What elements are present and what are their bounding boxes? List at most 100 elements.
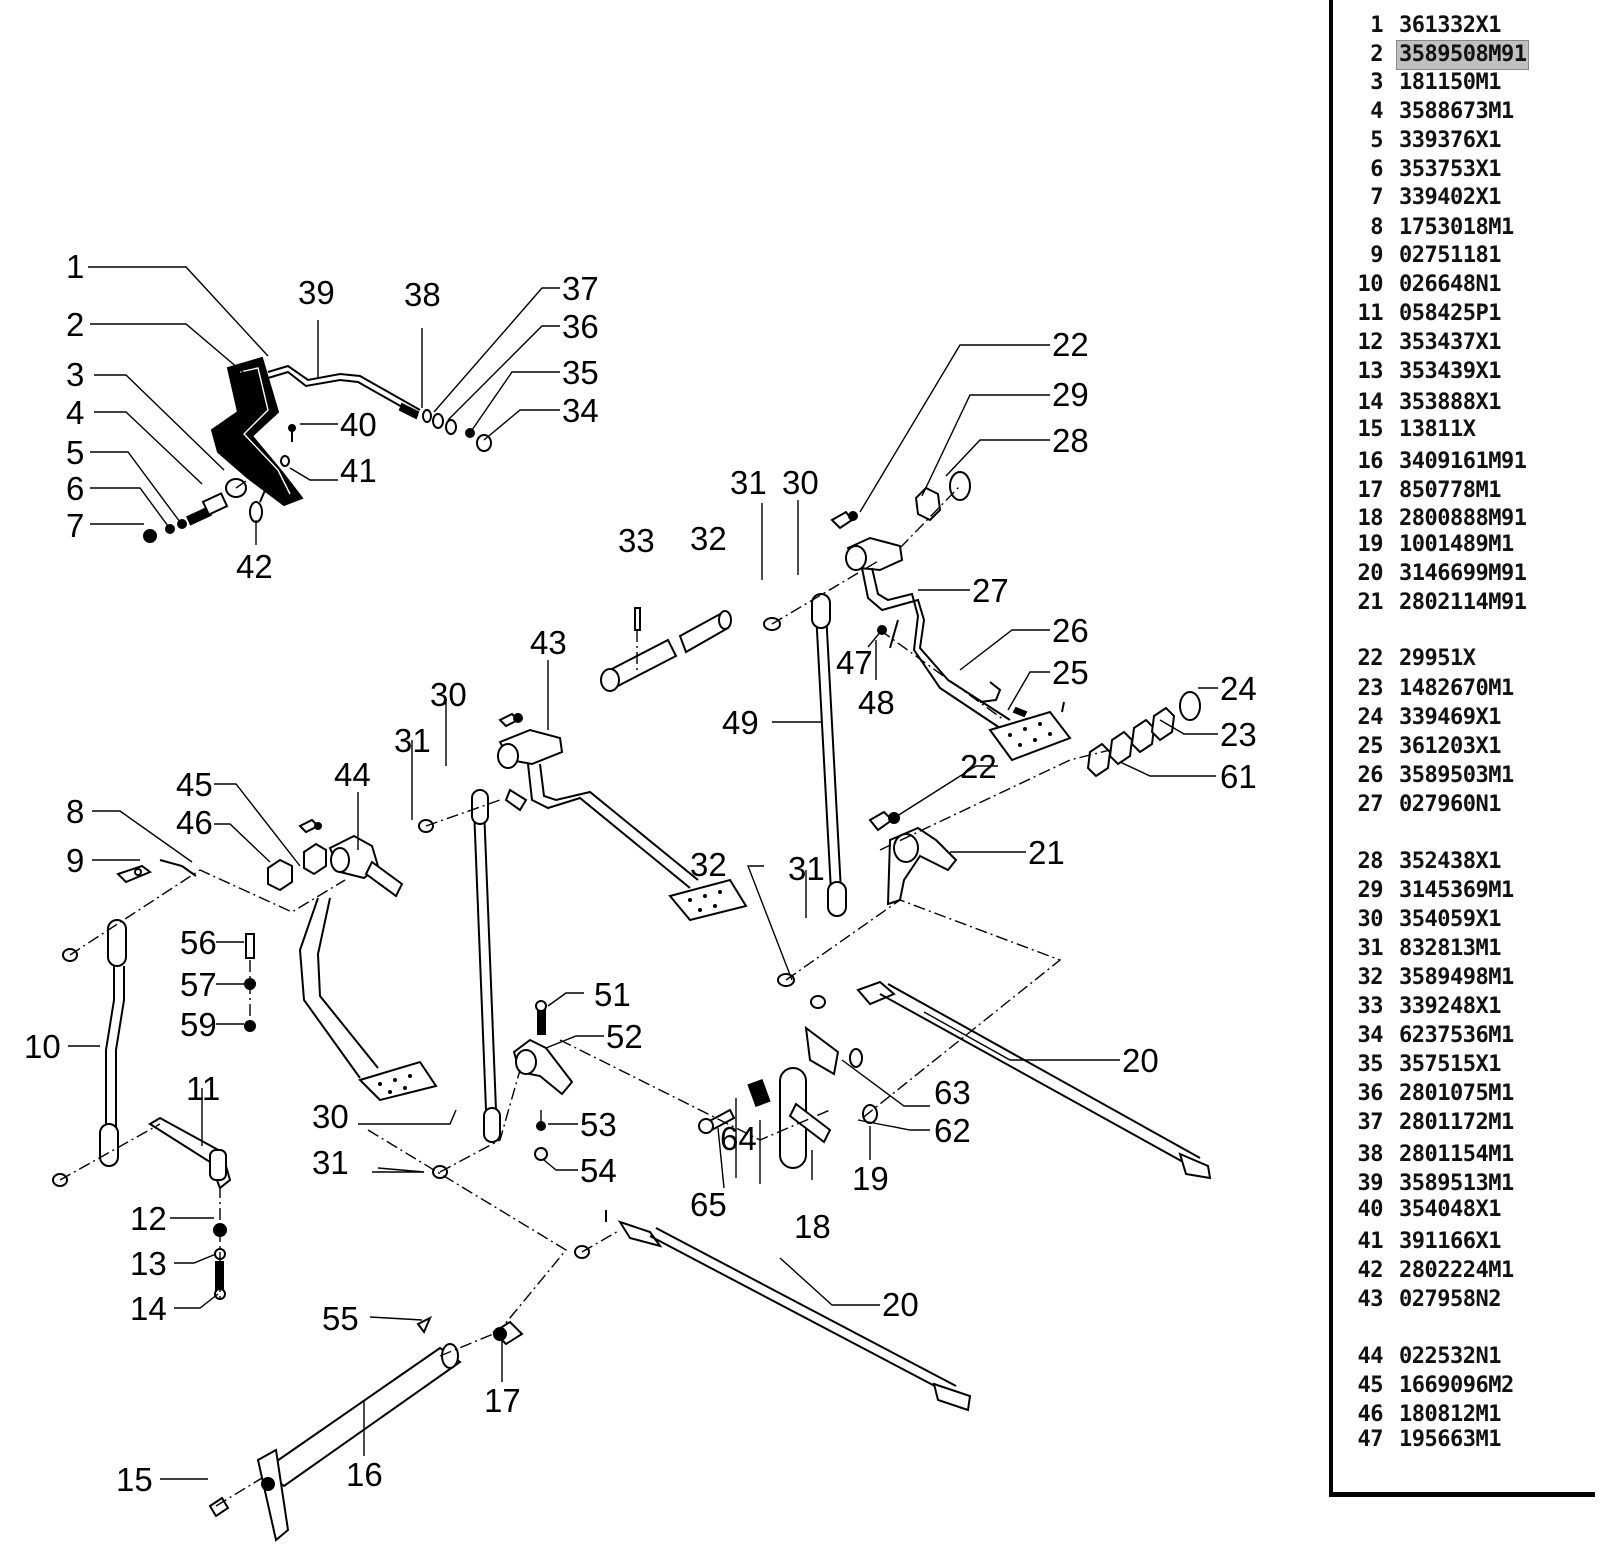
part-number[interactable]: 6237536M1 (1399, 1023, 1514, 1048)
callout-41[interactable]: 41 (340, 452, 377, 489)
callout-25[interactable]: 25 (1052, 654, 1089, 691)
callout-45[interactable]: 45 (176, 766, 213, 803)
part-number[interactable]: 2800888M91 (1399, 506, 1527, 531)
callout-31[interactable]: 31 (730, 464, 767, 501)
callout-15[interactable]: 15 (116, 1461, 153, 1498)
callout-24[interactable]: 24 (1220, 670, 1257, 707)
callout-31-right[interactable]: 31 (788, 850, 825, 887)
callout-51[interactable]: 51 (594, 976, 631, 1013)
callout-14[interactable]: 14 (130, 1290, 167, 1327)
callout-31-lower[interactable]: 31 (312, 1144, 349, 1181)
callout-48[interactable]: 48 (858, 684, 895, 721)
part-number[interactable]: 022532N1 (1399, 1344, 1501, 1369)
part-number[interactable]: 339402X1 (1399, 185, 1501, 210)
callout-5[interactable]: 5 (66, 434, 84, 471)
callout-37[interactable]: 37 (562, 270, 599, 307)
part-number[interactable]: 354048X1 (1399, 1197, 1501, 1222)
callout-9[interactable]: 9 (66, 842, 84, 879)
part-number[interactable]: 361203X1 (1399, 734, 1501, 759)
callout-30[interactable]: 30 (782, 464, 819, 501)
callout-22-lower[interactable]: 22 (960, 748, 997, 785)
callout-59[interactable]: 59 (180, 1006, 217, 1043)
part-number[interactable]: 027958N2 (1399, 1287, 1501, 1312)
callout-53[interactable]: 53 (580, 1106, 617, 1143)
callout-19[interactable]: 19 (852, 1160, 889, 1197)
part-number[interactable]: 026648N1 (1399, 272, 1501, 297)
callout-49[interactable]: 49 (722, 704, 759, 741)
part-number[interactable]: 3589513M1 (1399, 1171, 1514, 1196)
callout-32-lower[interactable]: 32 (690, 846, 727, 883)
part-number[interactable]: 361332X1 (1399, 13, 1501, 38)
brake-pedal-right[interactable] (830, 471, 1201, 778)
callout-30-lower[interactable]: 30 (312, 1098, 349, 1135)
callout-35[interactable]: 35 (562, 354, 599, 391)
part-number[interactable]: 353753X1 (1399, 157, 1501, 182)
part-number[interactable]: 2802114M91 (1399, 590, 1527, 615)
callout-11[interactable]: 11 (186, 1070, 220, 1107)
part-number[interactable]: 3589503M1 (1399, 763, 1514, 788)
part-number[interactable]: 1001489M1 (1399, 532, 1514, 557)
part-number[interactable]: 1482670M1 (1399, 676, 1514, 701)
part-number[interactable]: 353888X1 (1399, 390, 1501, 415)
part-number[interactable]: 180812M1 (1399, 1402, 1501, 1427)
callout-36[interactable]: 36 (562, 308, 599, 345)
part-number[interactable]: 3589508M91 (1395, 40, 1530, 70)
arm-52-assembly[interactable] (512, 1000, 574, 1161)
callout-38[interactable]: 38 (404, 276, 441, 313)
callout-16[interactable]: 16 (346, 1456, 383, 1493)
part-number[interactable]: 13811X (1399, 417, 1476, 442)
part-number[interactable]: 02751181 (1399, 243, 1501, 268)
pedal-44[interactable] (267, 818, 438, 1102)
part-number[interactable]: 2801172M1 (1399, 1110, 1514, 1135)
part-number[interactable]: 2801154M1 (1399, 1142, 1514, 1167)
part-number[interactable]: 3589498M1 (1399, 965, 1514, 990)
lever-18-assembly[interactable] (698, 1025, 878, 1169)
callout-4[interactable]: 4 (66, 394, 84, 431)
part-number[interactable]: 357515X1 (1399, 1052, 1501, 1077)
callout-30-mid[interactable]: 30 (430, 676, 467, 713)
part-number[interactable]: 391166X1 (1399, 1229, 1501, 1254)
part-number[interactable]: 339376X1 (1399, 128, 1501, 153)
callout-34[interactable]: 34 (562, 392, 599, 429)
part-number[interactable]: 195663M1 (1399, 1427, 1501, 1452)
part-number[interactable]: 1669096M2 (1399, 1373, 1514, 1398)
part-number[interactable]: 2801075M1 (1399, 1081, 1514, 1106)
callout-21[interactable]: 21 (1028, 834, 1065, 871)
callout-62[interactable]: 62 (934, 1112, 971, 1149)
lever-bracket[interactable] (210, 356, 304, 507)
callout-32[interactable]: 32 (690, 520, 727, 557)
callout-64[interactable]: 64 (720, 1120, 757, 1157)
callout-56[interactable]: 56 (180, 924, 217, 961)
part-number[interactable]: 29951X (1399, 646, 1476, 671)
